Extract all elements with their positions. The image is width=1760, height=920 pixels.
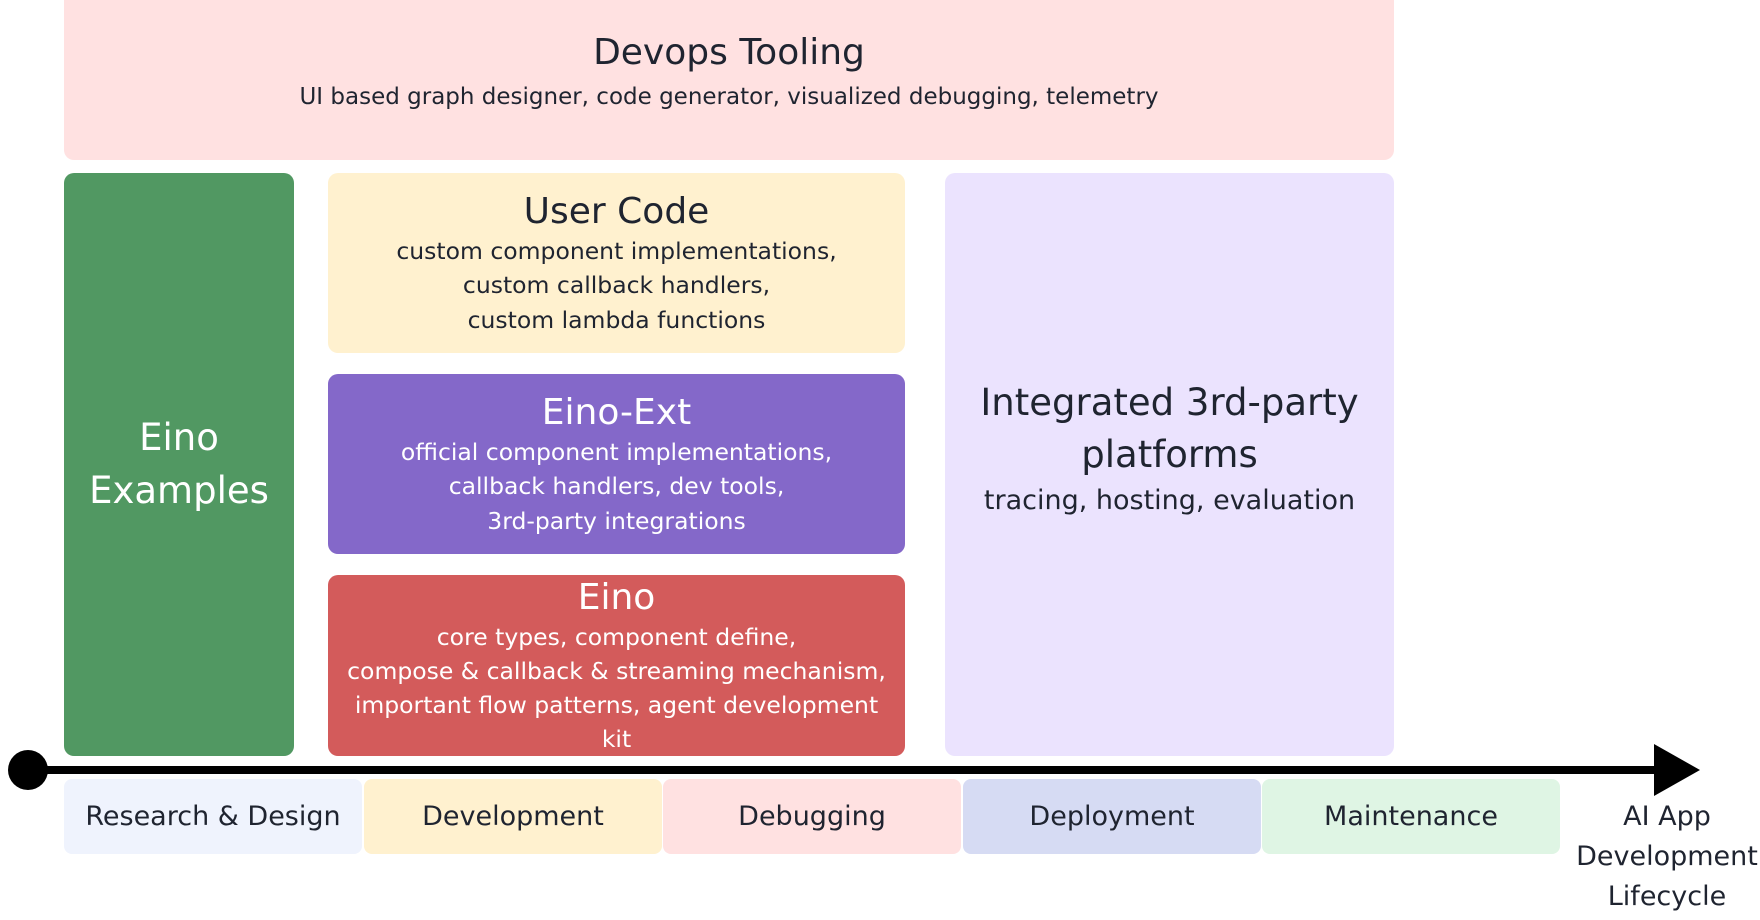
stage-debugging: Debugging <box>663 779 961 854</box>
eino-ext-box: Eino-Ext official component implementati… <box>328 374 905 554</box>
user-code-box: User Code custom component implementatio… <box>328 173 905 353</box>
third-party-platforms-title: Integrated 3rd-party platforms <box>980 380 1359 476</box>
eino-ext-title: Eino-Ext <box>541 392 692 434</box>
timeline-axis-label: AI App Development Lifecycle <box>1576 801 1758 912</box>
eino-core-box: Eino core types, component define, compo… <box>328 575 905 756</box>
stage-research-design: Research & Design <box>64 779 362 854</box>
third-party-platforms-subtitle: tracing, hosting, evaluation <box>983 485 1356 517</box>
timeline-axis-line <box>28 766 1658 774</box>
eino-core-subtitle: core types, component define, compose & … <box>347 622 886 754</box>
devops-tooling-box: Devops Tooling UI based graph designer, … <box>64 0 1394 160</box>
third-party-platforms-box: Integrated 3rd-party platforms tracing, … <box>945 173 1394 756</box>
user-code-subtitle: custom component implementations, custom… <box>396 237 837 334</box>
devops-tooling-title: Devops Tooling <box>593 32 865 74</box>
stage-development: Development <box>364 779 662 854</box>
lifecycle-timeline <box>8 744 1700 796</box>
eino-ext-subtitle: official component implementations, call… <box>400 438 833 535</box>
user-code-title: User Code <box>523 191 710 233</box>
stage-maintenance: Maintenance <box>1262 779 1560 854</box>
devops-tooling-subtitle: UI based graph designer, code generator,… <box>299 84 1159 111</box>
eino-examples-box: Eino Examples <box>64 173 294 756</box>
timeline-arrowhead-icon <box>1654 744 1700 796</box>
eino-core-title: Eino <box>577 576 656 618</box>
stage-deployment: Deployment <box>963 779 1261 854</box>
eino-examples-title: Eino Examples <box>89 415 269 512</box>
